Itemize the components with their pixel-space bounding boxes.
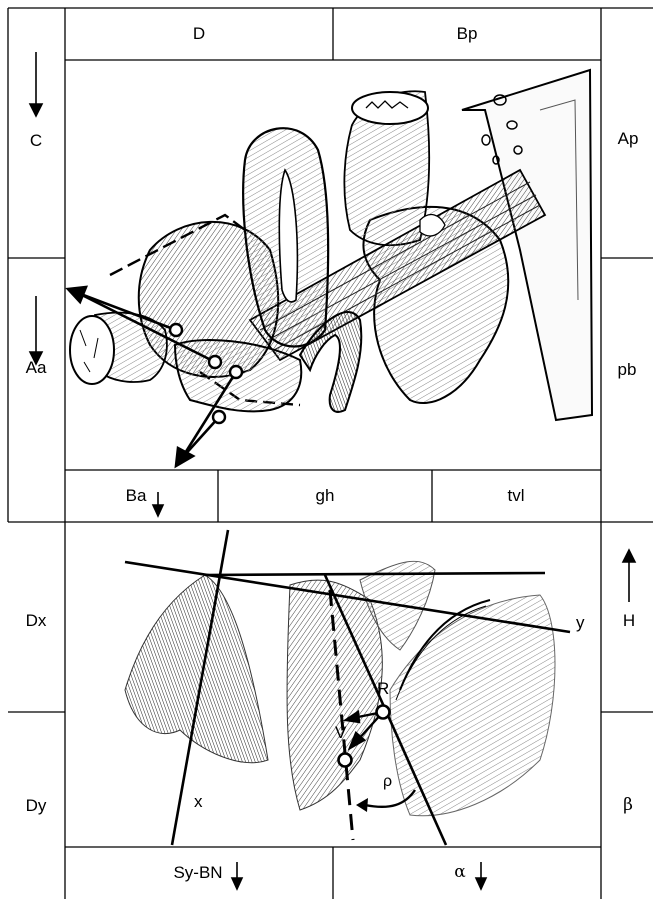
arrow-sybn-icon [232,862,242,889]
geometry-sketch [125,530,570,845]
footer-alpha-label: α [454,862,465,882]
side-c-label: C [30,131,42,151]
side-dy-label: Dy [26,796,47,816]
footer-tvl-label: tvl [508,486,525,506]
side-ap-label: Ap [618,129,639,149]
point-v-label: V [335,723,347,742]
side-pb-label: pb [618,360,637,380]
angle-rho-label: ρ [383,773,392,790]
header-d-label: D [193,24,205,44]
side-dx-label: Dx [26,611,47,631]
arrow-h-icon [623,550,635,602]
side-beta-label: β [623,795,633,815]
arrow-c-icon [30,52,42,116]
point-r-label: R [377,679,389,698]
footer-sybn-label: Sy-BN [173,863,222,883]
line-y-label: y [576,613,585,632]
footer-gh-label: gh [316,486,335,506]
line-x-label: x [194,792,203,811]
footer-ba-label: Ba [126,486,147,506]
side-h-label: H [623,611,635,631]
arrow-aa-icon [30,296,42,364]
arrow-alpha-icon [476,862,486,889]
header-bp-label: Bp [457,24,478,44]
arrow-ba-icon [153,492,163,516]
side-aa-label: Aa [26,358,47,378]
dissection-sketch [68,70,592,466]
